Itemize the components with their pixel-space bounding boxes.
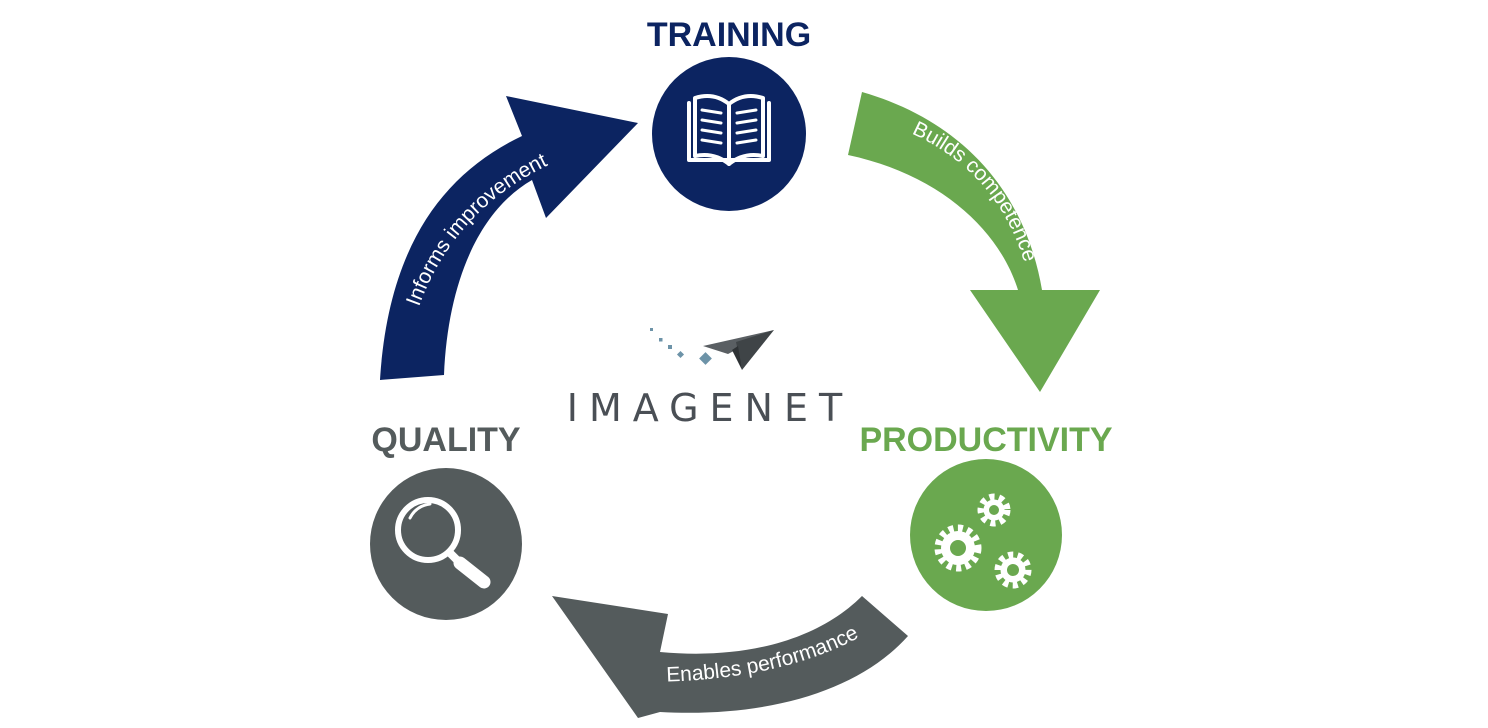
- arrow-training-to-productivity: Builds competence: [848, 92, 1100, 392]
- logo-wordmark: IMAGENET: [567, 386, 853, 430]
- arrow-body: [848, 92, 1100, 392]
- productivity-circle: [910, 459, 1062, 611]
- arrow-productivity-to-quality: Enables performance: [552, 596, 908, 718]
- open-book-icon: [687, 94, 771, 166]
- stage-title-training: TRAINING: [647, 16, 811, 54]
- arrow-quality-to-training: Informs improvement: [380, 96, 638, 380]
- magnifying-glass-icon: [395, 497, 491, 589]
- arrow-body: [380, 96, 638, 380]
- stage-title-productivity: PRODUCTIVITY: [859, 421, 1112, 459]
- quality-circle: [370, 468, 522, 620]
- gears-icon: [934, 493, 1032, 589]
- stage-title-quality: QUALITY: [371, 421, 521, 459]
- imagenet-logo: IMAGENET: [567, 328, 853, 430]
- arrow-body: [552, 596, 908, 718]
- paper-plane-icon: [650, 328, 774, 370]
